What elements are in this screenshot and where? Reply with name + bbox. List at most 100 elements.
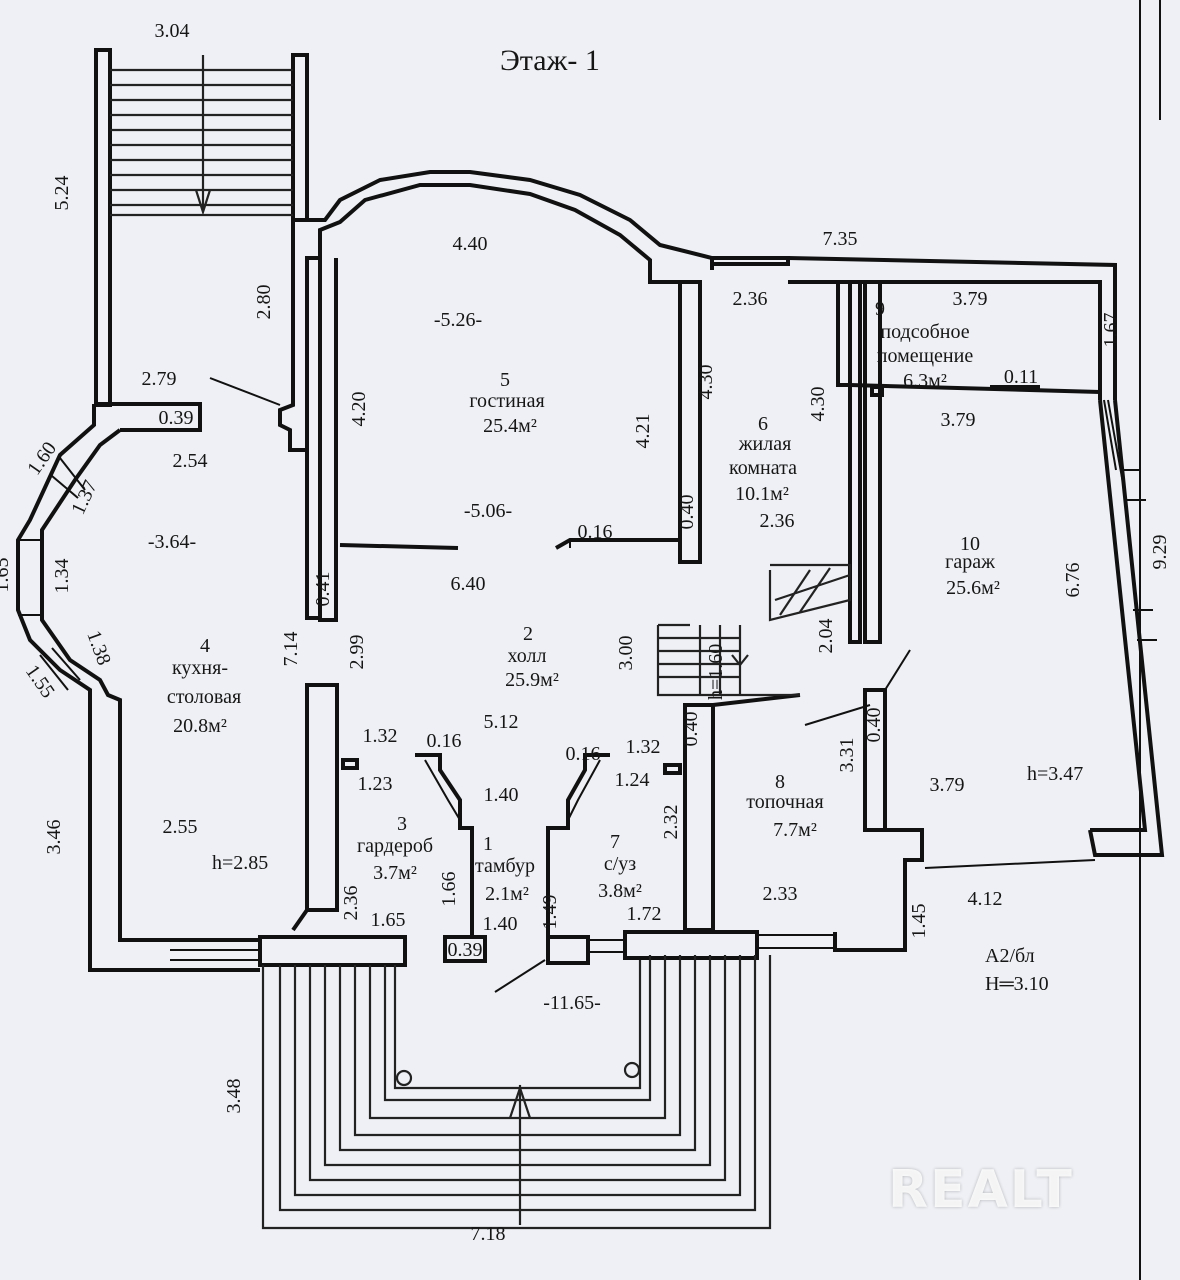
dim: 1.72 <box>627 903 662 925</box>
room-4-area: 20.8м² <box>173 715 227 737</box>
dim: 6.76 <box>1062 563 1084 598</box>
dim: 4.30 <box>695 365 717 400</box>
walls <box>16 170 1165 972</box>
dim: 0.16 <box>578 521 613 543</box>
watermark: REALT <box>888 1160 1074 1220</box>
dim: 1.67 <box>1100 313 1122 348</box>
dim: 1.66 <box>438 872 460 907</box>
exterior-staircase <box>94 48 309 407</box>
door-lines <box>209 377 1096 993</box>
dim: 3.79 <box>953 288 988 310</box>
room-labels: 1 тамбур 2.1м² 2 холл 25.9м² 3 гардероб … <box>167 298 1000 905</box>
room-1-name: тамбур <box>475 855 535 877</box>
stair-height: h=1.60 <box>705 644 727 700</box>
notes: h=2.85 h=3.47 h=1.60 A2/бл H═3.10 <box>212 644 1083 995</box>
dim: 2.36 <box>340 886 362 921</box>
garage-height: h=3.47 <box>1027 763 1083 785</box>
dim: 3.79 <box>941 409 976 431</box>
dim: 6.40 <box>451 573 486 595</box>
dim: 4.40 <box>453 233 488 255</box>
dim: 7.18 <box>471 1223 506 1245</box>
dim: 1.32 <box>626 736 661 758</box>
dim: -5.06- <box>464 500 512 522</box>
room-5-area: 25.4м² <box>483 415 537 437</box>
dim: 3.31 <box>836 738 858 773</box>
dim: 3.79 <box>930 774 965 796</box>
dim: 2.32 <box>660 805 682 840</box>
kitchen-height: h=2.85 <box>212 852 268 874</box>
interior-staircase <box>656 563 852 697</box>
room-6-name-2: комната <box>729 457 797 479</box>
dim: 0.16 <box>566 743 601 765</box>
room-8-number: 8 <box>775 771 785 793</box>
dim: 1.24 <box>615 769 650 791</box>
dim: 1.40 <box>484 784 519 806</box>
room-9-name-1: подсобное <box>880 321 969 343</box>
dim: 1.55 <box>21 661 59 702</box>
dim: 0.40 <box>680 712 702 747</box>
room-8-area: 7.7м² <box>773 819 817 841</box>
dim: 1.32 <box>363 725 398 747</box>
room-4-name-1: кухня- <box>172 657 228 679</box>
dim: 1.60 <box>23 438 61 479</box>
dim: 3.46 <box>43 820 65 855</box>
dim: 2.36 <box>733 288 768 310</box>
room-7-number: 7 <box>610 831 620 853</box>
dim: -11.65- <box>543 992 601 1014</box>
dim: 1.38 <box>82 628 115 668</box>
room-6-number: 6 <box>758 413 768 435</box>
dim: 4.30 <box>807 387 829 422</box>
room-3-number: 3 <box>397 813 407 835</box>
dimensions: 3.04 5.24 2.80 4.40 -5.26- 7.35 2.36 3.7… <box>0 20 1171 1245</box>
room-3-name: гардероб <box>357 835 433 857</box>
dim: 0.16 <box>427 730 462 752</box>
dim: 4.12 <box>968 888 1003 910</box>
room-8-name: топочная <box>746 791 824 813</box>
dim: 1.65 <box>0 558 13 593</box>
dim: 9.29 <box>1149 535 1171 570</box>
dim: 4.21 <box>632 414 654 449</box>
room-2-number: 2 <box>523 623 533 645</box>
room-7-name: с/уз <box>604 853 636 875</box>
room-10-area: 25.6м² <box>946 577 1000 599</box>
stamp: A2/бл <box>985 945 1035 967</box>
dim: 1.45 <box>908 904 930 939</box>
dim: 3.04 <box>155 20 190 42</box>
plan-title: Этаж- 1 <box>500 44 600 77</box>
room-1-area: 2.1м² <box>485 883 529 905</box>
dim: 2.99 <box>346 635 368 670</box>
dim: 7.35 <box>823 228 858 250</box>
dim: 7.14 <box>280 632 302 667</box>
dim: 1.65 <box>371 909 406 931</box>
dim: 2.33 <box>763 883 798 905</box>
room-5-number: 5 <box>500 369 510 391</box>
dim: 2.36 <box>760 510 795 532</box>
room-9-name-2: помещение <box>877 345 974 367</box>
room-6-area: 10.1м² <box>735 483 789 505</box>
room-1-number: 1 <box>483 833 493 855</box>
room-5-name: гостиная <box>469 390 544 412</box>
dim: 0.41 <box>312 572 334 607</box>
dim: 1.40 <box>483 913 518 935</box>
room-6-name-1: жилая <box>738 433 792 455</box>
dim: 0.39 <box>448 939 483 961</box>
dim: 5.24 <box>51 176 73 211</box>
room-7-area: 3.8м² <box>598 880 642 902</box>
dim: 0.11 <box>1004 366 1038 388</box>
room-2-area: 25.9м² <box>505 669 559 691</box>
dim: 2.79 <box>142 368 177 390</box>
dim: 3.48 <box>223 1079 245 1114</box>
dim: 1.49 <box>539 895 561 930</box>
front-porch <box>261 955 772 1230</box>
dim: 0.39 <box>159 407 194 429</box>
dim: 2.04 <box>815 619 837 654</box>
room-10-number: 10 <box>960 533 980 555</box>
dim: 2.80 <box>253 285 275 320</box>
dim: 1.34 <box>51 559 73 594</box>
total-height: H═3.10 <box>985 973 1049 995</box>
dim: 0.40 <box>863 708 885 743</box>
room-10-name: гараж <box>945 551 995 573</box>
dim: -5.26- <box>434 309 482 331</box>
dim: -3.64- <box>148 531 196 553</box>
